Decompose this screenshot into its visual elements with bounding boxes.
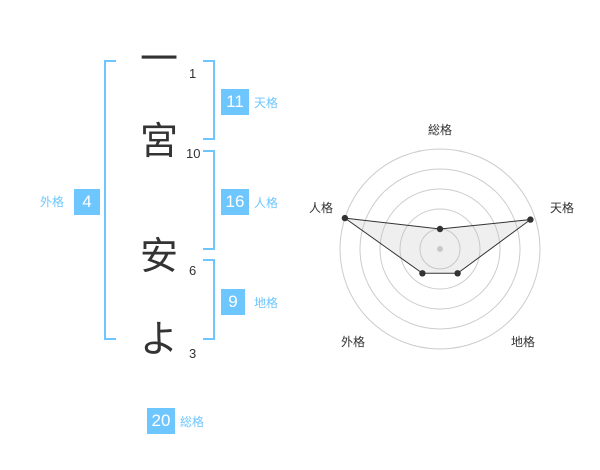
name-char-3: 安 xyxy=(140,234,179,278)
stroke-count-2: 10 xyxy=(186,146,201,161)
radar-ring xyxy=(399,208,481,290)
radar-point-1 xyxy=(527,216,534,223)
gaikaku-label: 外格 xyxy=(40,195,65,209)
name-char-4: よ xyxy=(140,317,179,361)
radar-center-dot xyxy=(437,246,443,252)
stroke-count-3: 6 xyxy=(189,263,197,278)
radar-point-0 xyxy=(436,225,444,233)
radar-point-2 xyxy=(454,270,461,277)
radar-ring xyxy=(359,168,521,330)
jinkaku-label: 人格 xyxy=(254,196,279,210)
jinkaku-score-badge: 16 xyxy=(221,189,249,215)
radar-grid xyxy=(339,148,541,350)
tenkaku-label: 天格 xyxy=(254,96,279,110)
stroke-count-1: 1 xyxy=(189,66,197,81)
radar-label-soukaku: 総格 xyxy=(428,123,453,137)
stroke-count-4: 3 xyxy=(189,346,197,361)
name-char-2: 宮 xyxy=(140,119,179,163)
name-char-1: 一 xyxy=(140,37,179,81)
radar-data-area xyxy=(344,217,533,274)
soukaku-score-badge: 20 xyxy=(147,408,175,434)
tenkaku-score-badge: 11 xyxy=(221,89,249,115)
radar-label-tenkaku: 天格 xyxy=(550,201,575,215)
radar-ring xyxy=(379,188,501,310)
gaikaku-score-badge: 4 xyxy=(74,189,100,215)
chikaku-score-badge: 9 xyxy=(221,289,245,315)
radar-label-jinkaku: 人格 xyxy=(309,201,334,215)
radar-label-chikaku: 地格 xyxy=(511,335,536,349)
radar-label-gaikaku: 外格 xyxy=(341,335,366,349)
radar-ring xyxy=(339,148,541,350)
radar-points xyxy=(341,214,534,277)
radar-point-3 xyxy=(419,270,426,277)
chikaku-label: 地格 xyxy=(254,296,279,310)
soukaku-label: 総格 xyxy=(180,415,205,429)
radar-point-4 xyxy=(341,214,349,222)
